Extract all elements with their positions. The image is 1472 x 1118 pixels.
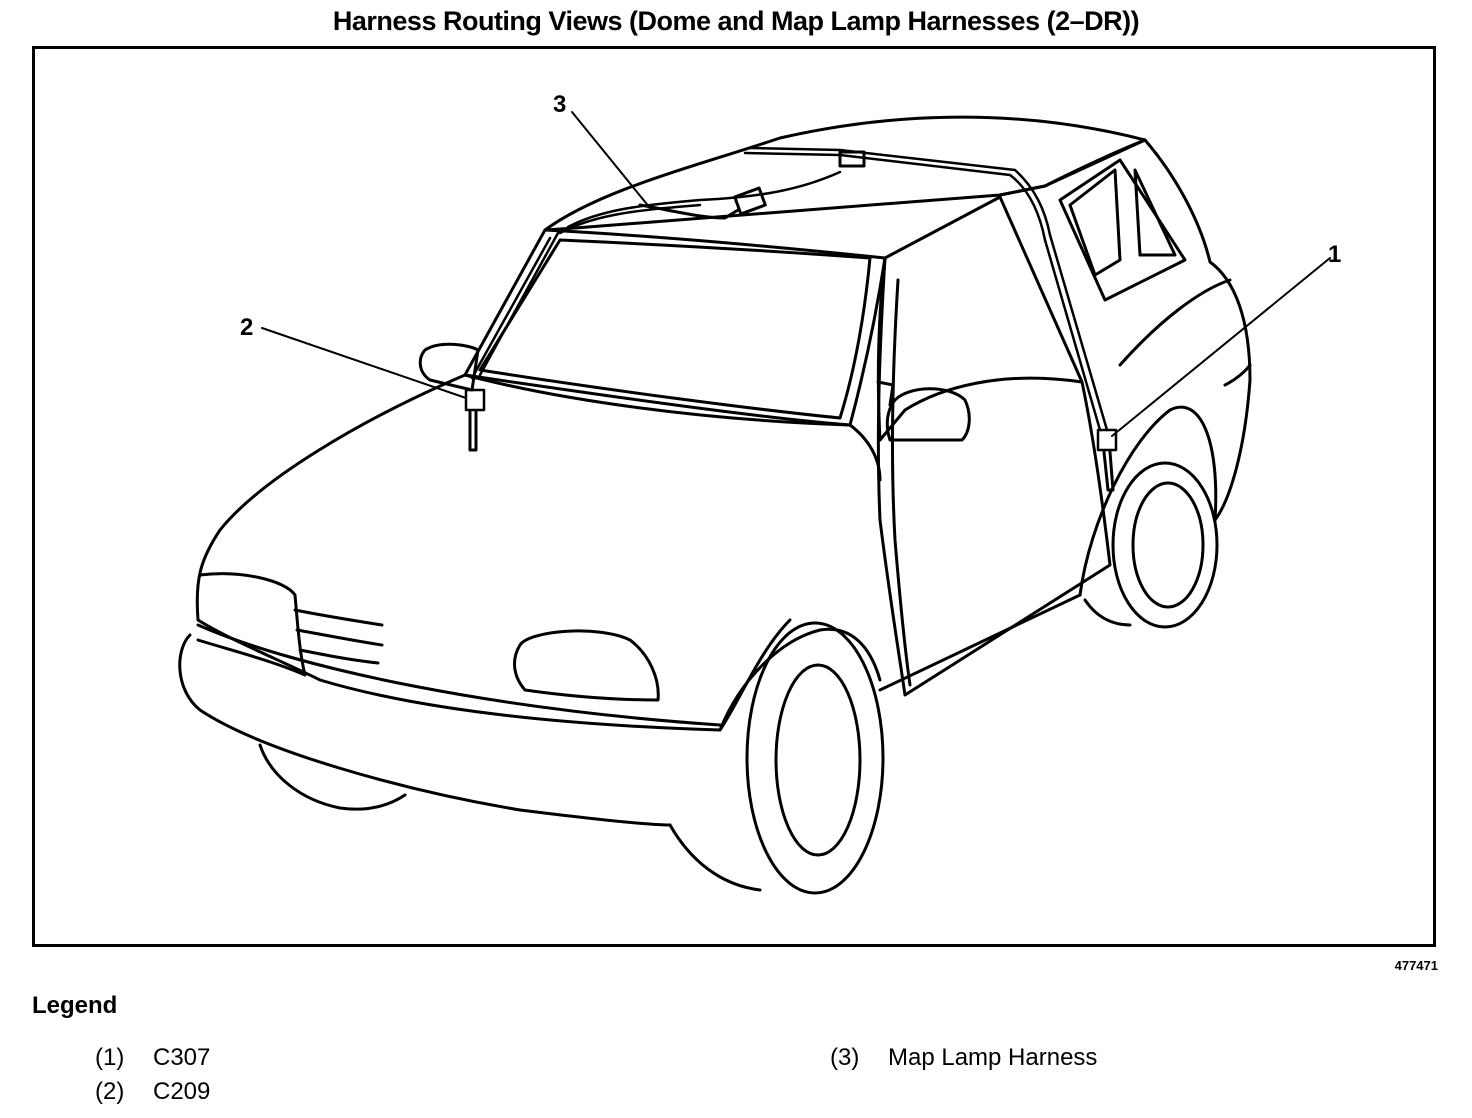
- legend-item-label: C209: [153, 1078, 211, 1105]
- rear-window-outer: [1058, 158, 1187, 302]
- rear-tire: [1111, 461, 1219, 629]
- rear-window-left: [1068, 168, 1122, 277]
- bumper: [178, 633, 672, 827]
- side-mirror: [885, 387, 971, 442]
- callout-3: 3: [553, 91, 566, 118]
- grille-bar-3: [298, 648, 380, 665]
- rocker-panel: [878, 593, 1082, 692]
- leader-2: [261, 327, 467, 399]
- connector-c307: [1096, 428, 1118, 452]
- legend-item: (1) C307: [95, 1044, 210, 1072]
- door-outline: [876, 256, 1112, 697]
- roof: [543, 115, 1147, 232]
- rear-tire-back: [1083, 598, 1132, 627]
- legend-item-label: C307: [153, 1044, 211, 1071]
- legend-item-number: (2): [95, 1078, 125, 1105]
- leader-3: [571, 111, 651, 209]
- c307-pigtail: [1102, 450, 1115, 492]
- rear-quarter-crease: [1118, 278, 1232, 367]
- front-tire-bottom: [668, 823, 762, 892]
- rear-trim: [1223, 363, 1252, 387]
- rear-rim: [1131, 481, 1205, 609]
- c209-pigtail: [468, 410, 478, 452]
- callout-1: 1: [1328, 241, 1341, 268]
- legend-item: (2) C209: [95, 1078, 210, 1106]
- diagram-title: Harness Routing Views (Dome and Map Lamp…: [332, 6, 1140, 36]
- mirror-stalk: [876, 380, 895, 407]
- hood-front-line: [463, 373, 852, 427]
- roof-rear-edge: [998, 184, 1047, 197]
- grille-bar-2: [295, 628, 384, 647]
- front-wheel-arch: [718, 627, 882, 732]
- map-lamp-connector: [733, 186, 767, 216]
- roof-connector: [838, 150, 866, 168]
- legend-item-label: Map Lamp Harness: [888, 1044, 1098, 1071]
- grille-bar-1: [293, 608, 384, 627]
- rear-wheel-arch: [1078, 405, 1218, 597]
- rear-window-right: [1133, 168, 1177, 257]
- door-inner-line: [890, 278, 912, 687]
- legend-item-number: (1): [95, 1044, 125, 1071]
- legend-item: (3) Map Lamp Harness: [830, 1044, 1097, 1072]
- lower-valance: [258, 743, 407, 811]
- figure-number: 477471: [1394, 958, 1438, 973]
- dome-lamp-harness: [470, 146, 1109, 432]
- windshield-glass: [478, 238, 872, 420]
- fender-line: [848, 423, 882, 482]
- illustration-frame: [32, 46, 1436, 947]
- front-fascia: [196, 618, 792, 732]
- door-window: [876, 195, 1084, 442]
- rear-body: [1043, 138, 1252, 522]
- connector-c209: [464, 388, 486, 412]
- leader-1: [1111, 257, 1331, 437]
- headlamp-left: [196, 572, 307, 677]
- callout-2: 2: [240, 314, 253, 341]
- legend-heading: Legend: [32, 992, 118, 1019]
- bumper-top: [196, 623, 722, 727]
- fog-lamp: [513, 629, 660, 702]
- front-rim: [774, 663, 862, 857]
- map-lamp-harness: [638, 203, 740, 220]
- legend-item-number: (3): [830, 1044, 860, 1071]
- front-tire: [745, 621, 885, 895]
- hood: [195, 373, 467, 622]
- windshield-frame: [463, 228, 887, 427]
